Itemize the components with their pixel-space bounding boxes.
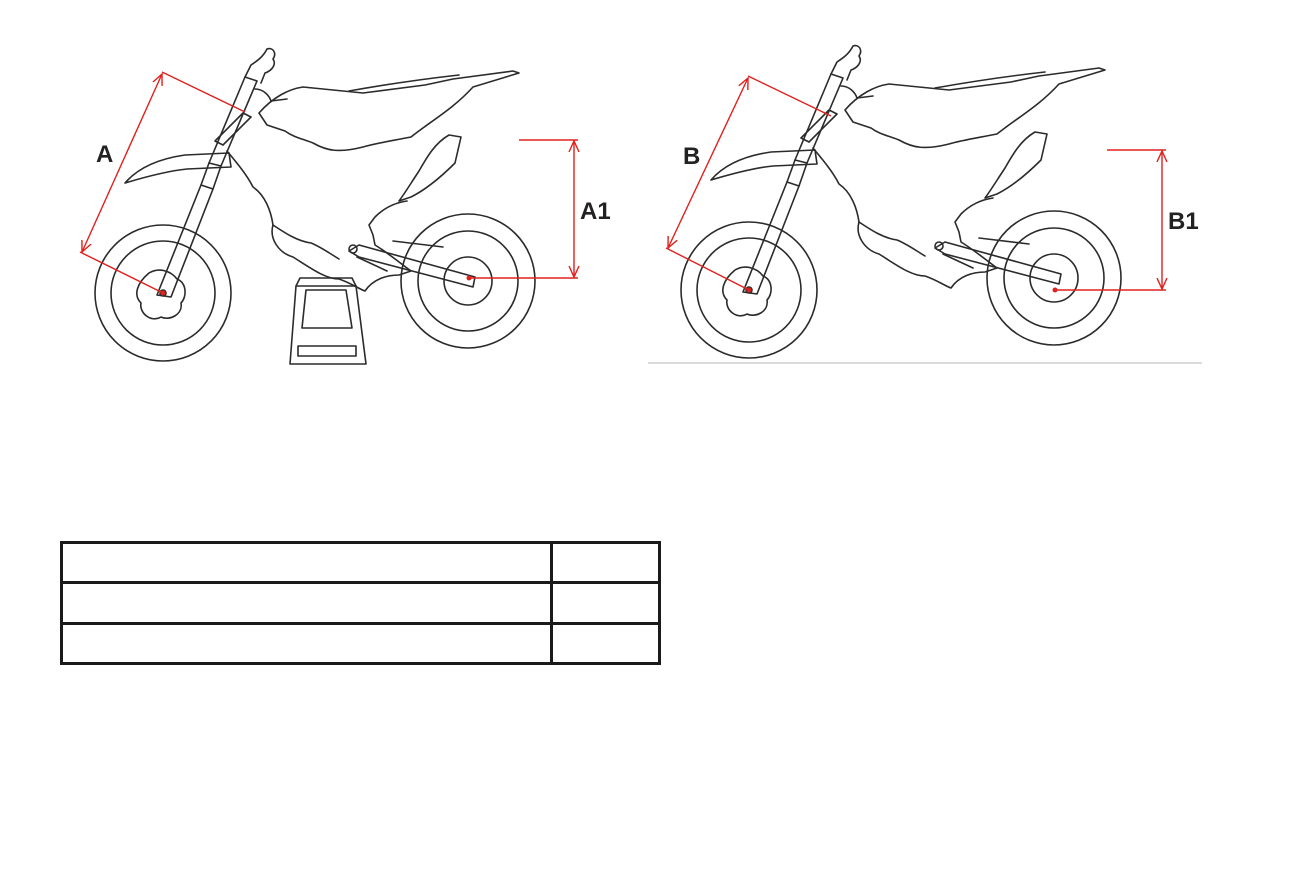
table-row xyxy=(60,581,661,625)
dimension-b1: B1 xyxy=(1052,149,1199,293)
label-a: A xyxy=(96,141,113,168)
table-cell[interactable] xyxy=(60,621,553,666)
dimension-a1: A1 xyxy=(466,139,611,281)
label-b1: B1 xyxy=(1168,208,1199,235)
table-cell[interactable] xyxy=(550,621,661,666)
sag-diagram: A A1 B B1 xyxy=(79,44,1202,365)
bike-on-ground-drawing: B B1 xyxy=(648,44,1202,364)
table-row xyxy=(60,540,661,585)
table-cell[interactable] xyxy=(60,581,553,625)
dimension-a: A xyxy=(79,71,246,296)
label-a1: A1 xyxy=(580,198,611,225)
measurement-table xyxy=(60,540,661,666)
table-cell[interactable] xyxy=(550,540,661,585)
table-cell[interactable] xyxy=(550,581,661,625)
bike-stand xyxy=(289,277,367,365)
dimension-b: B xyxy=(665,75,832,293)
table-row xyxy=(60,621,661,666)
label-b: B xyxy=(683,143,700,170)
table-cell[interactable] xyxy=(60,540,553,585)
bike-on-stand-drawing: A A1 xyxy=(79,47,611,365)
